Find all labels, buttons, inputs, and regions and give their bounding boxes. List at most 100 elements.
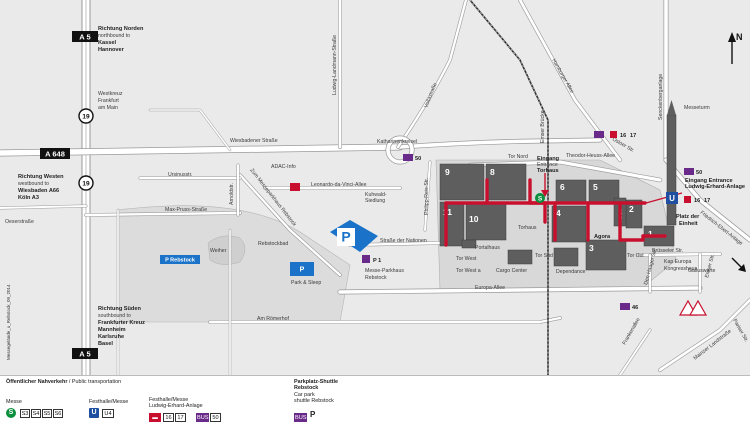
- south-direction-en: southbound to: [98, 313, 131, 319]
- entrance-torhaus-de: Eingang: [537, 156, 560, 162]
- hall-9-label: 9: [445, 167, 450, 177]
- legend-tram-icon: ▬: [149, 413, 161, 422]
- legend-sbahn-icon: S: [6, 408, 16, 418]
- messeturm-label: Messeturm: [684, 105, 710, 111]
- a648-shield: A 648: [40, 148, 70, 159]
- bus-stop-46: [620, 303, 630, 310]
- tor-west-label: Tor West: [456, 256, 477, 262]
- legend-line-u4: U4: [102, 409, 114, 418]
- westkreuz-1: Westkreuz: [98, 91, 123, 97]
- bus-stop-katharinen: [403, 154, 413, 161]
- portalhaus-label: Portalhaus: [475, 245, 500, 251]
- tram-16-label-osloer: 16: [620, 133, 626, 139]
- legend-panel: Öffentlicher Nahverkehr / Public transpo…: [0, 375, 750, 428]
- legend-line-s3: S3: [20, 409, 30, 418]
- hall-4-label: 4: [556, 208, 561, 218]
- ludwig-landmann-label: Ludwig-Landmann-Straße: [332, 35, 338, 95]
- legend-divider: [0, 375, 750, 376]
- tram-16-label-ludwig: 16: [694, 198, 700, 204]
- south-city-4: Basel: [98, 341, 113, 347]
- b19-shield-top: 19: [78, 108, 94, 124]
- south-city-1: Frankfurter Kreuz: [98, 320, 145, 326]
- exhibition-map: A 5 A 5 A 648 19 19 Richtung Norden nort…: [0, 0, 750, 375]
- hall-8-label: 8: [490, 167, 495, 177]
- ubahn-u-label: U: [669, 194, 675, 203]
- bus-stop-osloer: [594, 131, 604, 138]
- adac-label: ADAC-Info: [271, 164, 296, 170]
- kuhwald-label-1: Kuhwald-: [365, 192, 387, 198]
- bus-50-label-ludwig: 50: [696, 170, 702, 176]
- a5-shield-top: A 5: [72, 31, 98, 42]
- legend-line-s6: S6: [53, 409, 63, 418]
- a5-label-bottom: A 5: [79, 350, 90, 359]
- north-city-2: Hannover: [98, 47, 125, 53]
- b19-label-bottom: 19: [82, 181, 90, 188]
- legend-title: Öffentlicher Nahverkehr / Public transpo…: [6, 379, 121, 385]
- senckenberg-label: Senckenberganlage: [658, 74, 664, 120]
- tor-nord-label: Tor Nord: [508, 154, 528, 160]
- entrance-ludwig-de: Eingang Entrance: [685, 178, 733, 184]
- galluswarte-label: Galluswarte: [688, 268, 716, 274]
- oeserstrasse-label: Oeserstraße: [5, 219, 34, 225]
- wiesbadener-label: Wiesbadener Straße: [230, 138, 278, 144]
- a5-shield-bottom: A 5: [72, 348, 98, 359]
- hall-10: 10: [465, 201, 507, 241]
- westkreuz-2: Frankfurt: [98, 98, 119, 104]
- weiher-pond: [207, 235, 246, 265]
- ursinusstr-label: Ursinusstr.: [168, 172, 193, 178]
- dependance-label: Dependance: [556, 269, 586, 275]
- bus-46-label: 46: [632, 305, 638, 311]
- entrance-ludwig-name: Ludwig-Erhard-Anlage: [685, 184, 745, 190]
- hall-6-label: 6: [560, 182, 565, 192]
- europa-allee-label: Europa-Allee: [475, 285, 505, 291]
- ubahn-stop-festhalle: [666, 192, 678, 204]
- p-rebstock-label: P Rebstock: [165, 258, 196, 264]
- galluswarte-marker-2: [688, 299, 708, 316]
- legend-shuttle-en-2: shuttle Rebstock: [294, 398, 334, 404]
- hall-3: 3: [585, 239, 627, 271]
- railway-line: [469, 0, 549, 375]
- kap-europa-2: Kongresshaus: [664, 266, 698, 272]
- parkhaus-p-icon: P: [341, 229, 350, 245]
- hall-11: 11: [439, 201, 465, 247]
- legend-bus-icon: BUS: [196, 413, 209, 422]
- legend-festhalle-ludwig-2: Ludwig-Erhard-Anlage: [149, 403, 203, 409]
- legend-shuttle-bus-icon: BUS: [294, 413, 307, 422]
- hall-1-label: 1: [648, 229, 653, 239]
- legend-title-en: Public transportation: [71, 379, 122, 385]
- platz-einheit-2: Einheit: [679, 221, 698, 227]
- arnoldstr-label: Arnoldstr.: [229, 183, 235, 205]
- sbahn-stop-messe: [535, 193, 545, 203]
- legend-shuttle-title-1: Parkplatz-Shuttle: [294, 379, 339, 385]
- torhaus-label: Torhaus: [518, 225, 537, 231]
- parkhaus-rebstock: P: [330, 220, 378, 252]
- park-sleep: P: [290, 262, 314, 276]
- a648-label: A 648: [45, 150, 65, 159]
- rebstockbad-label: Rebstockbad: [258, 241, 288, 247]
- entrance-torhaus-name: Torhaus: [537, 168, 559, 174]
- bus-50-label-katharinen: 50: [415, 156, 421, 162]
- p-rebstock-sign: [160, 255, 200, 264]
- tram-stop-osloer: [610, 131, 617, 138]
- am-roemerhof-label: Am Römerhof: [257, 316, 290, 322]
- theodor-heuss-label: Theodor-Heuss-Allee: [566, 153, 615, 159]
- tor-west-a-label: Tor West a: [456, 268, 481, 274]
- sbahn-s-label: S: [538, 196, 543, 203]
- legend-festhalle-label: Festhalle/Messe: [89, 399, 129, 405]
- legend-bus-50: 50: [210, 413, 221, 422]
- walkway-network: [444, 178, 667, 247]
- entrance-torhaus-arrowhead: [541, 190, 549, 197]
- emser-bruecke-label: Emser Brücke: [540, 110, 546, 143]
- north-city-1: Kassel: [98, 40, 116, 46]
- legend-line-s5: S5: [42, 409, 52, 418]
- p1-label: P 1: [373, 258, 381, 264]
- westkreuz-3: am Main: [98, 105, 118, 111]
- messe-parkhaus-label-1: Messe-Parkhaus: [365, 268, 404, 274]
- hall-10-label: 10: [469, 214, 479, 224]
- legend-line-s4: S4: [31, 409, 41, 418]
- legend-tram-16: 16: [163, 413, 174, 422]
- north-direction-en: northbound to: [98, 33, 130, 39]
- weiher-label: Weiher: [210, 248, 227, 254]
- portalhaus-building: [461, 239, 477, 249]
